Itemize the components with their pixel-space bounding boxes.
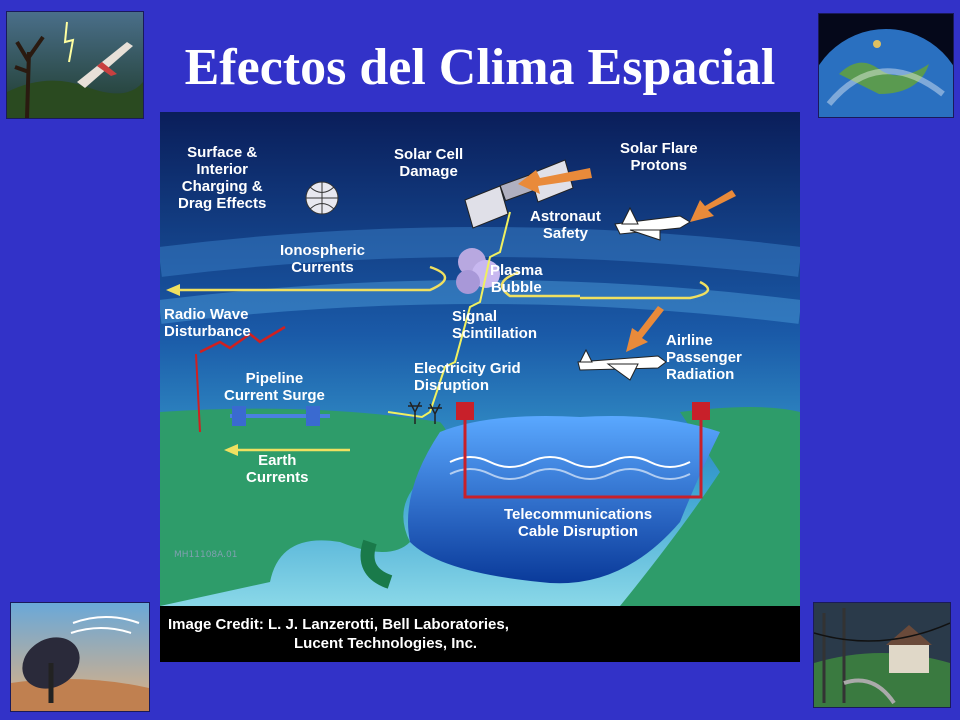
telecom-cable [463, 420, 703, 499]
corner-image-earth-space [818, 13, 954, 118]
corner-image-airplane-storm [6, 11, 144, 119]
label-radio-wave-disturbance: Radio Wave Disturbance [164, 306, 251, 340]
image-credit: Image Credit: L. J. Lanzerotti, Bell Lab… [168, 615, 509, 653]
corner-image-radar-dish [10, 602, 150, 712]
cable-station-right [692, 402, 710, 420]
label-plasma-bubble: Plasma Bubble [490, 262, 543, 296]
power-towers [408, 401, 442, 424]
pipeline [230, 406, 330, 426]
label-solar-cell-damage: Solar Cell Damage [394, 146, 464, 180]
label-earth-currents: Earth Currents [246, 452, 309, 486]
corner-image-town-powerlines [813, 602, 951, 708]
label-airline-passenger-radiation: Airline Passenger Radiation [666, 332, 742, 383]
plasma-bubble [456, 248, 500, 294]
image-credit-bar: Image Credit: L. J. Lanzerotti, Bell Lab… [160, 606, 800, 662]
label-surface-charging: Surface & Interior Charging & Drag Effec… [178, 144, 267, 212]
credit-line-2: Lucent Technologies, Inc. [294, 635, 478, 652]
cable-station-left [456, 402, 474, 420]
diagram-artwork [160, 112, 800, 606]
label-electricity-grid-disruption: Electricity Grid Disruption [414, 360, 521, 394]
label-solar-flare-protons: Solar Flare Protons [620, 140, 698, 174]
label-astronaut-safety: Astronaut Safety [530, 208, 601, 242]
label-ionospheric-currents: Ionospheric Currents [280, 242, 366, 276]
airliner [577, 348, 667, 381]
figure-code: MH11108A.01 [174, 550, 238, 560]
radio-wave [199, 325, 286, 354]
current-arrows [180, 265, 710, 452]
credit-line-1: Image Credit: L. J. Lanzerotti, Bell Lab… [168, 616, 509, 633]
land-left [160, 408, 448, 606]
flare-arrows [518, 168, 736, 352]
land-right [620, 407, 800, 606]
label-pipeline-current-surge: Pipeline Current Surge [224, 370, 325, 404]
label-signal-scintillation: Signal Scintillation [452, 308, 538, 342]
space-weather-diagram: Surface & Interior Charging & Drag Effec… [160, 112, 800, 662]
slide-title: Efectos del Clima Espacial [184, 39, 776, 96]
space-shuttle [614, 206, 691, 241]
signal-ray [387, 211, 511, 419]
label-telecommunications-cable-disruption: Telecommunications Cable Disruption [504, 506, 653, 540]
